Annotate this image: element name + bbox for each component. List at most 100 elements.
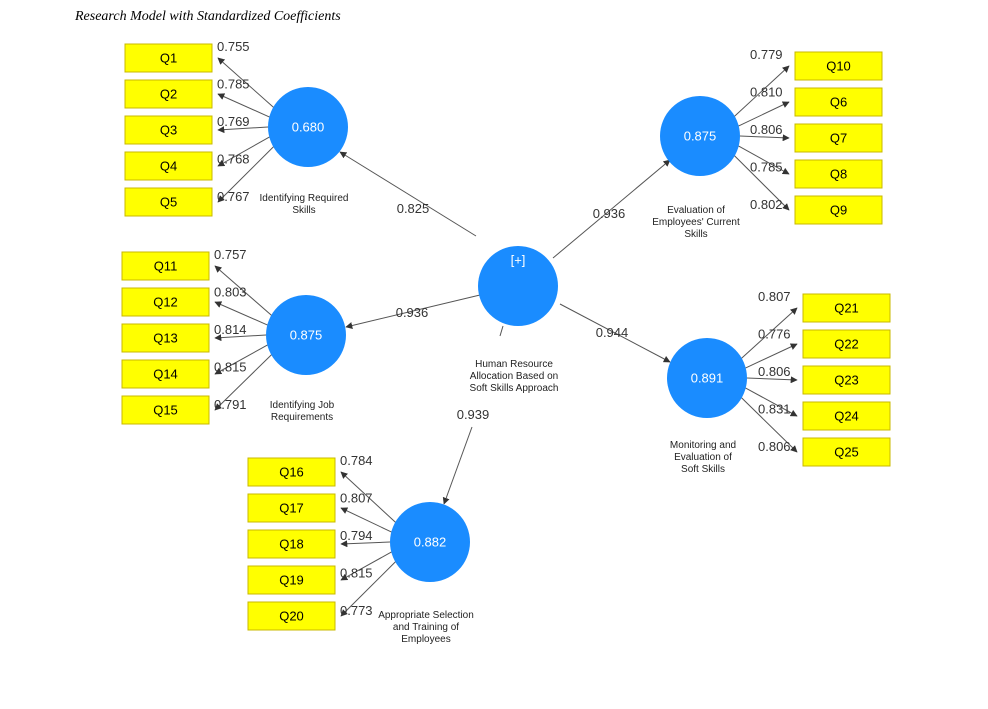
indicator-box	[124, 79, 213, 109]
construct-circle	[268, 87, 348, 167]
indicator-loading-value: 0.810	[750, 85, 783, 100]
construct-caption-line: Skills	[684, 229, 707, 240]
indicator-box	[124, 43, 213, 73]
indicator-loading-value: 0.768	[217, 152, 250, 167]
indicator-label: Q22	[834, 337, 859, 352]
indicator-label: Q3	[160, 123, 177, 138]
indicator-box	[802, 437, 891, 467]
indicator-loading-arrow	[214, 344, 268, 375]
indicator-box	[247, 601, 336, 631]
indicator-box	[802, 329, 891, 359]
central-construct-expand-label: [+]	[511, 253, 526, 268]
construct-caption-line: Evaluation of	[667, 205, 725, 216]
construct-r-squared-value: 0.891	[691, 371, 724, 386]
structural-path-arrow	[442, 426, 473, 505]
indicator-label: Q19	[279, 573, 304, 588]
indicator-loading-arrow	[214, 353, 273, 411]
indicator-label: Q12	[153, 295, 178, 310]
indicator-loading-arrow	[733, 154, 790, 211]
construct-caption-line: Employees	[401, 634, 450, 645]
indicator-loading-arrow	[340, 540, 391, 548]
indicator-loading-value: 0.767	[217, 189, 250, 204]
indicator-box	[802, 365, 891, 395]
indicator-box	[794, 123, 883, 153]
indicator-box	[124, 187, 213, 217]
indicator-label: Q16	[279, 465, 304, 480]
indicator-label: Q2	[160, 87, 177, 102]
indicator-label: Q4	[160, 159, 177, 174]
construct-caption-line: Employees' Current	[652, 217, 740, 228]
structural-path-arrow	[345, 294, 481, 329]
indicator-label: Q13	[153, 331, 178, 346]
indicator-label: Q15	[153, 403, 178, 418]
indicator-loading-value: 0.806	[758, 364, 791, 379]
indicator-loading-value: 0.814	[214, 322, 247, 337]
central-construct-circle	[478, 246, 558, 326]
indicator-label: Q1	[160, 51, 177, 66]
construct-caption-line: Appropriate Selection	[378, 610, 474, 621]
indicator-loading-value: 0.785	[217, 77, 250, 92]
structural-path-arrow	[559, 303, 671, 363]
construct-circle	[667, 338, 747, 418]
indicator-loading-value: 0.779	[750, 47, 783, 62]
indicator-loading-value: 0.807	[340, 491, 373, 506]
indicator-label: Q10	[826, 59, 851, 74]
indicator-loading-arrow	[217, 57, 275, 109]
indicator-box	[121, 395, 210, 425]
central-tick	[499, 325, 504, 337]
construct-caption-line: Monitoring and	[670, 440, 736, 451]
indicator-box	[121, 359, 210, 389]
construct-caption-line: Skills	[292, 205, 315, 216]
indicator-loading-arrow	[740, 307, 798, 360]
construct-circle	[660, 96, 740, 176]
indicator-label: Q25	[834, 445, 859, 460]
indicator-box	[247, 565, 336, 595]
indicator-box	[802, 293, 891, 323]
structural-path-arrow	[552, 159, 671, 259]
indicator-box	[247, 457, 336, 487]
indicator-loading-value: 0.806	[750, 122, 783, 137]
path-coefficient-label: 0.939	[457, 407, 490, 422]
indicator-box	[121, 323, 210, 353]
indicator-label: Q11	[154, 259, 178, 274]
indicator-loading-arrow	[340, 560, 397, 617]
indicator-loading-value: 0.755	[217, 39, 250, 54]
path-coefficient-label: 0.944	[596, 325, 629, 340]
construct-caption-line: Evaluation of	[674, 452, 732, 463]
indicator-loading-arrow	[217, 93, 270, 118]
indicator-loading-value: 0.815	[214, 360, 247, 375]
indicator-loading-value: 0.794	[340, 528, 373, 543]
indicator-loading-arrow	[745, 343, 798, 369]
indicator-loading-arrow	[214, 265, 273, 317]
diagram-title: Research Model with Standardized Coeffic…	[75, 9, 341, 24]
indicator-loading-arrow	[217, 145, 275, 203]
indicator-loading-arrow	[217, 126, 269, 134]
indicator-loading-arrow	[214, 334, 267, 342]
construct-caption-line: Soft Skills	[681, 464, 725, 475]
indicator-loading-arrow	[746, 376, 798, 384]
indicator-loading-value: 0.776	[758, 327, 791, 342]
indicator-loading-value: 0.815	[340, 566, 373, 581]
indicator-label: Q9	[830, 203, 847, 218]
construct-circle	[390, 502, 470, 582]
indicator-loading-arrow	[739, 134, 790, 142]
construct-caption-line: Identifying Required	[260, 193, 349, 204]
indicator-box	[124, 115, 213, 145]
indicator-label: Q18	[279, 537, 304, 552]
indicator-loading-arrow	[740, 396, 798, 453]
indicator-loading-arrow	[214, 301, 268, 326]
indicator-loading-arrow	[733, 65, 790, 118]
construct-caption-line: Requirements	[271, 412, 333, 423]
indicator-loading-arrow	[340, 507, 392, 533]
construct-caption-line: Identifying Job	[270, 400, 335, 411]
indicator-loading-value: 0.773	[340, 603, 373, 618]
indicator-loading-value: 0.807	[758, 289, 791, 304]
indicator-box	[794, 195, 883, 225]
indicator-label: Q8	[830, 167, 847, 182]
indicator-loading-value: 0.785	[750, 160, 783, 175]
indicator-loading-arrow	[738, 145, 790, 175]
indicator-loading-value: 0.802	[750, 197, 783, 212]
indicator-box	[247, 493, 336, 523]
construct-r-squared-value: 0.882	[414, 535, 447, 550]
